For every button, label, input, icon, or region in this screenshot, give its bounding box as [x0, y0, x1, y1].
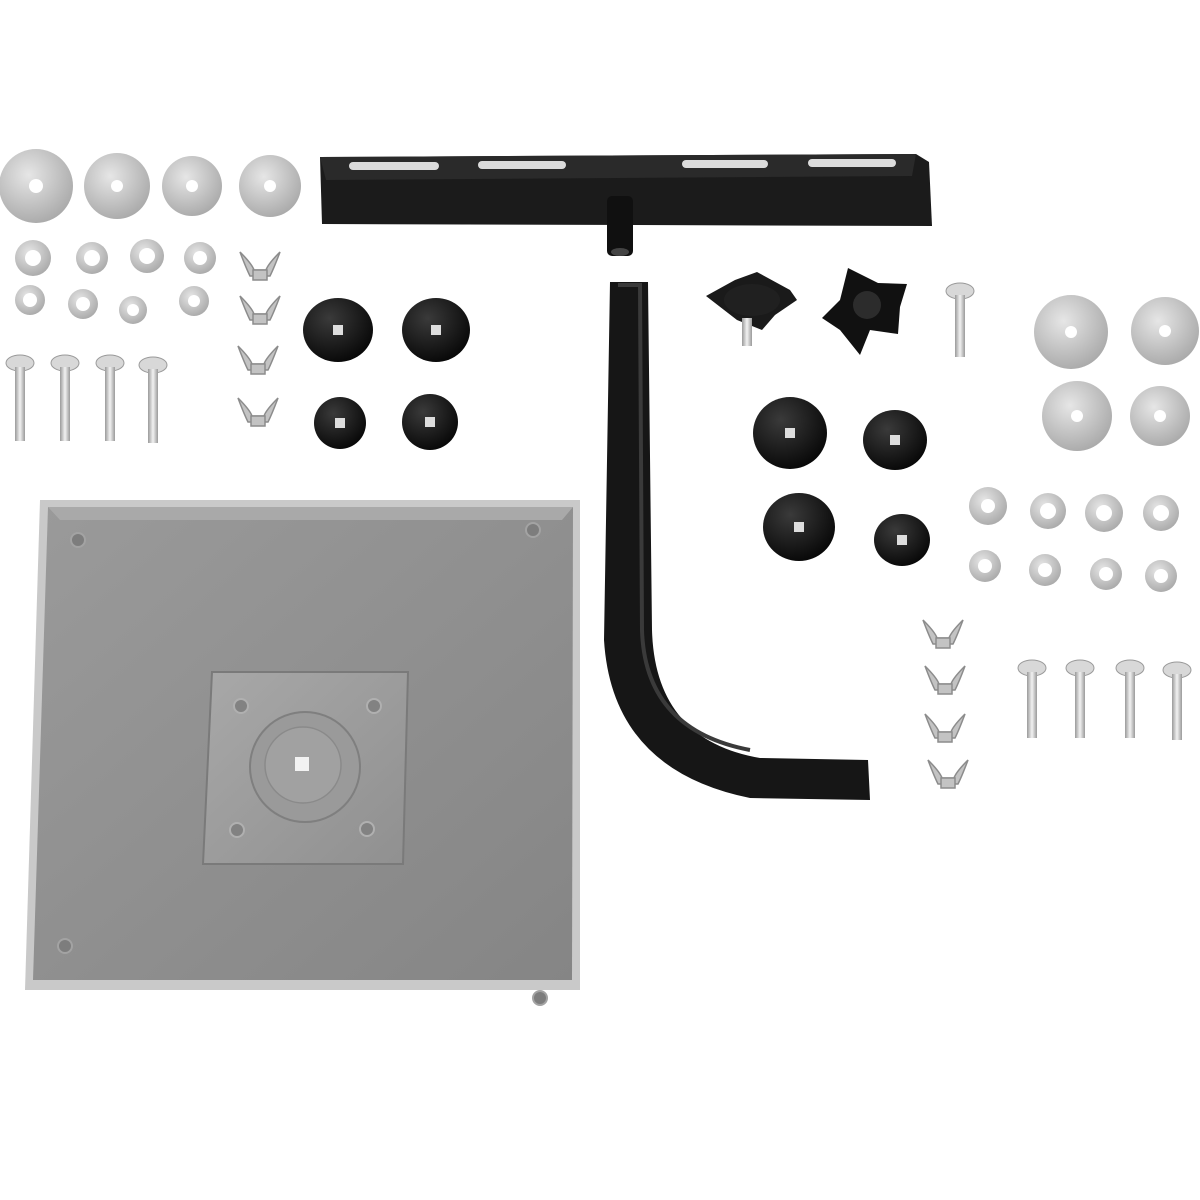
- support-arm: [604, 282, 870, 800]
- large-washers-left: [0, 149, 301, 223]
- angle-bracket: [320, 154, 932, 256]
- large-washers-right: [1034, 295, 1199, 451]
- star-knob-with-screw: [706, 272, 797, 346]
- rubber-feet-left: [303, 298, 470, 450]
- rubber-feet-right: [753, 397, 930, 566]
- carriage-bolt-single: [945, 282, 975, 357]
- star-knob: [822, 268, 907, 355]
- wing-nuts-right: [922, 619, 969, 789]
- small-washers-right: [969, 487, 1179, 592]
- plate-rivets: [229, 698, 382, 838]
- bracket-stem: [607, 196, 633, 256]
- tray-corner-rivets: [57, 522, 548, 1006]
- carriage-bolts-right: [1017, 659, 1192, 740]
- mounting-plate: [201, 671, 410, 865]
- bracket-slots: [349, 159, 896, 170]
- square-hole: [295, 757, 309, 771]
- wing-nuts-left: [237, 251, 281, 427]
- carriage-bolts-left: [5, 354, 168, 443]
- small-washers-left: [15, 239, 216, 324]
